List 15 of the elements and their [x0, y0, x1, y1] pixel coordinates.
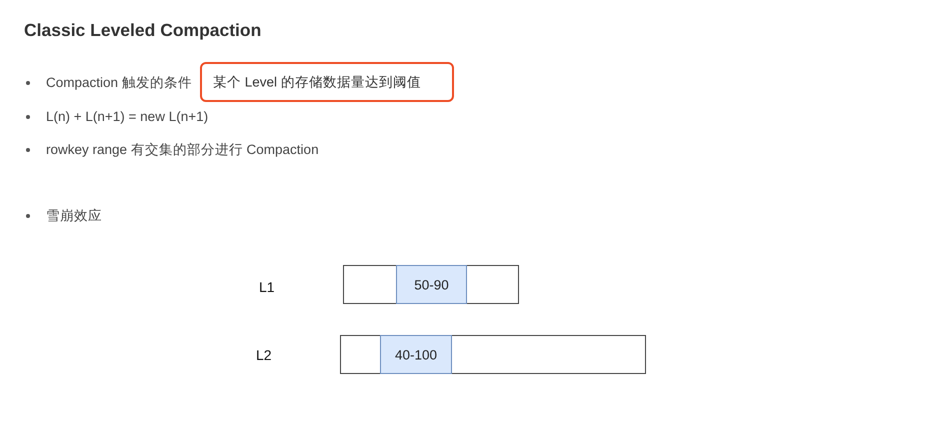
- level-bar: [340, 335, 646, 374]
- level-label: L1: [259, 279, 275, 296]
- bullet-text: 雪崩效应: [46, 207, 102, 224]
- highlight-box: [200, 62, 454, 102]
- node-text: 某个 Level 的存储数据量达到阈值: [213, 74, 421, 90]
- bullet-text: Compaction 触发的条件: [46, 74, 192, 91]
- level-bar: [343, 265, 519, 304]
- key-range-box: [396, 265, 467, 304]
- level-label: L2: [256, 347, 272, 364]
- node-text: 40-100: [394, 346, 438, 363]
- node-text: 50-90: [414, 276, 449, 293]
- slide-title: Classic Leveled Compaction: [24, 20, 262, 40]
- key-range-box: [380, 335, 452, 374]
- bullet-text: rowkey range 有交集的部分进行 Compaction: [46, 141, 319, 158]
- bullet-text: L(n) + L(n+1) = new L(n+1): [46, 108, 208, 125]
